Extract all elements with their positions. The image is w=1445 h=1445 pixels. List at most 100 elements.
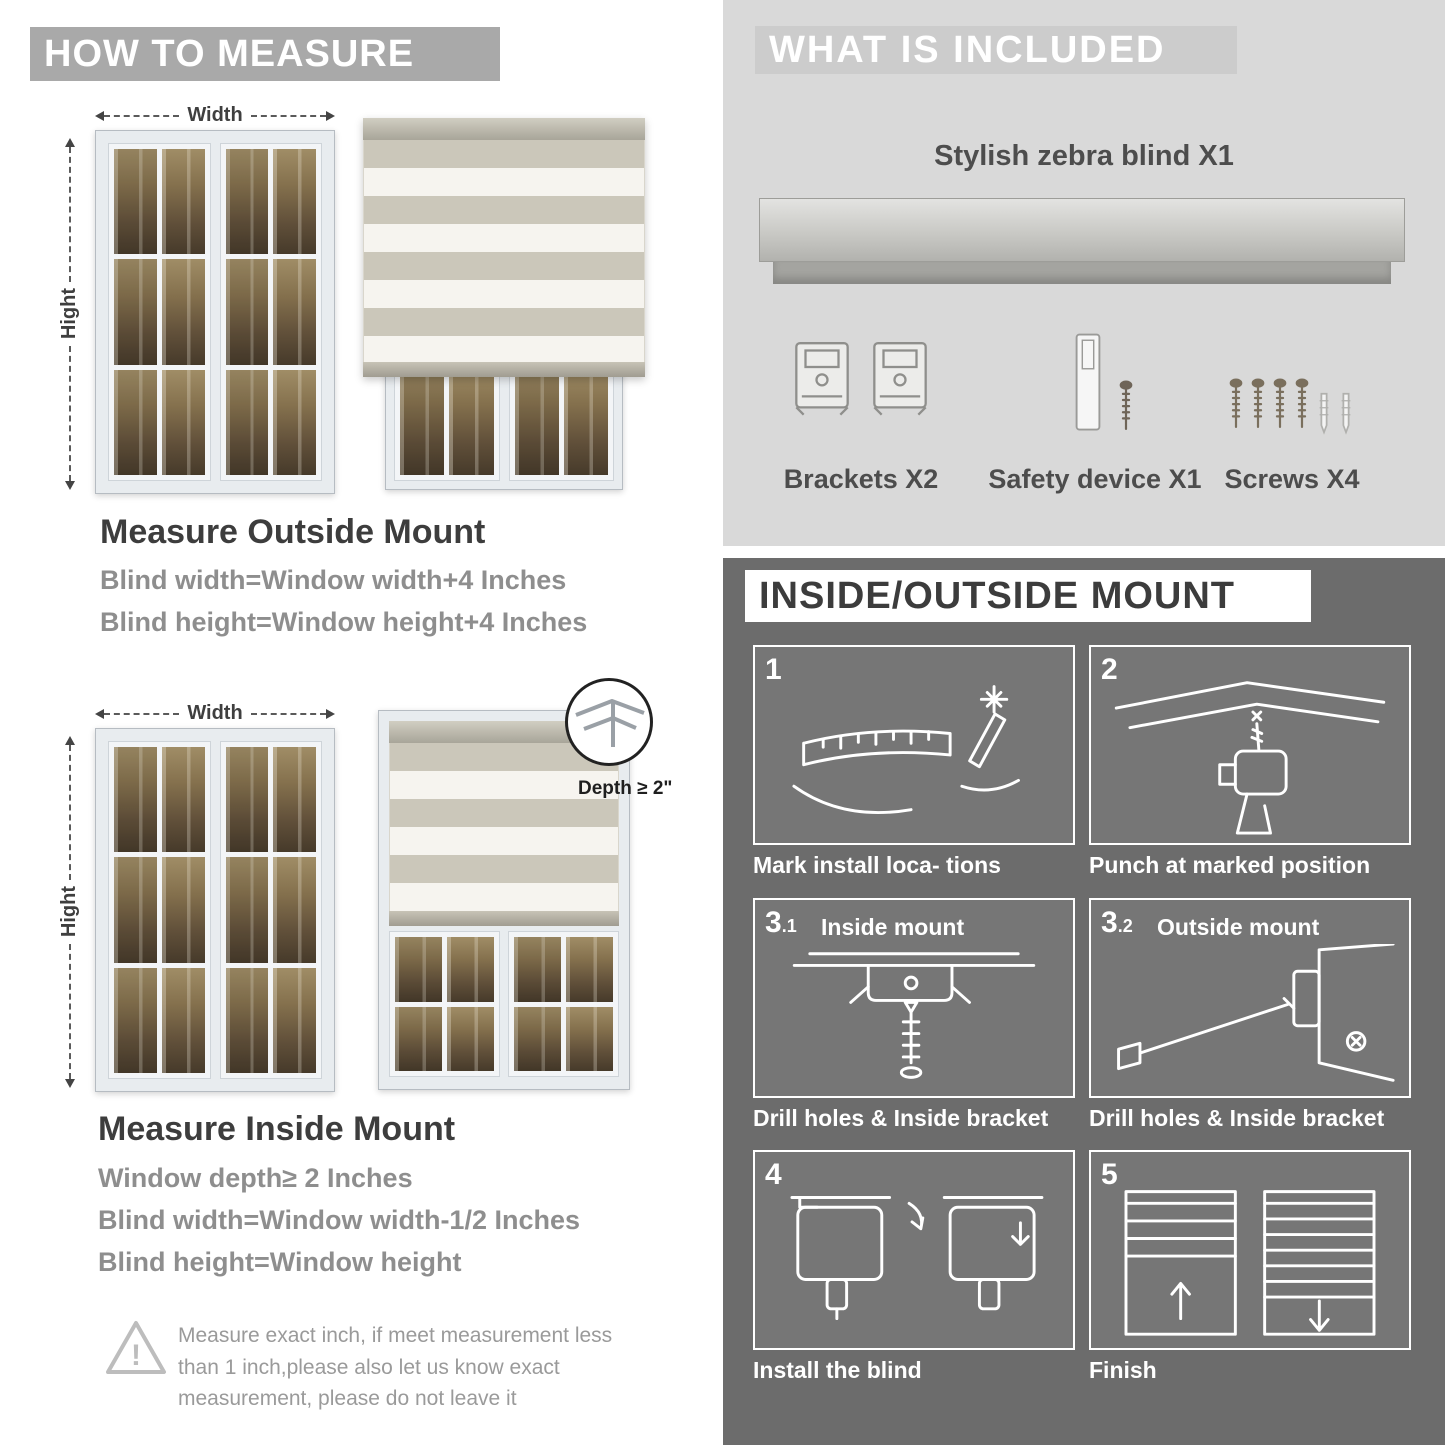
width-measure-arrow: Width bbox=[95, 702, 336, 725]
window-pane bbox=[225, 149, 269, 255]
step-number: 3.2 bbox=[1101, 906, 1133, 939]
dashed-line bbox=[104, 712, 180, 715]
window-pane bbox=[273, 747, 316, 853]
arrow-up-icon bbox=[64, 138, 75, 147]
step-panel-5: 5 bbox=[1089, 1150, 1411, 1350]
step-panel-3-1: 3.1 Inside mount bbox=[753, 898, 1075, 1098]
measure-tape-icon bbox=[792, 685, 1020, 815]
window-pane bbox=[225, 967, 269, 1073]
step-panel-2: 2 bbox=[1089, 645, 1411, 845]
window-pane bbox=[273, 967, 316, 1073]
window-pane bbox=[114, 259, 157, 365]
height-measure-arrow: Hight bbox=[58, 736, 81, 1088]
svg-text:!: ! bbox=[131, 1339, 141, 1372]
window-pane bbox=[225, 369, 269, 475]
window-pane bbox=[161, 747, 205, 853]
dashed-line bbox=[250, 114, 327, 117]
mount-instructions-section: INSIDE/OUTSIDE MOUNT 1 Mark install loca… bbox=[723, 558, 1445, 1445]
screw-icon bbox=[1295, 378, 1309, 428]
measurement-warning-text: Measure exact inch, if meet measurement … bbox=[178, 1324, 613, 1410]
window-pane bbox=[114, 967, 157, 1073]
arrow-down-icon bbox=[64, 481, 75, 490]
blind-cassette-illustration bbox=[759, 198, 1405, 284]
what-is-included-header: WHAT IS INCLUDED bbox=[755, 26, 1237, 74]
brackets-label: Brackets X2 bbox=[783, 464, 939, 494]
height-label: Hight bbox=[58, 886, 80, 938]
step-caption-4: Install the blind bbox=[753, 1357, 922, 1383]
outside-blind-illustration bbox=[363, 118, 645, 492]
blind-cassette bbox=[363, 118, 645, 140]
bracket-screw-icon bbox=[792, 952, 1036, 1079]
dashed-line bbox=[68, 943, 71, 1079]
wall-anchor-icon bbox=[1319, 392, 1329, 435]
blind-cassette bbox=[389, 721, 619, 743]
dashed-line bbox=[68, 345, 71, 481]
cassette-lip bbox=[773, 262, 1391, 284]
window-pane bbox=[563, 365, 608, 475]
screw-icon bbox=[1251, 378, 1265, 428]
blind-stripes bbox=[363, 140, 645, 362]
window-pane bbox=[114, 149, 157, 255]
window-pane bbox=[395, 937, 442, 1002]
arrow-left-icon bbox=[95, 110, 104, 121]
window-pane bbox=[447, 937, 494, 1002]
inside-blind-illustration bbox=[378, 710, 630, 1090]
width-measure-arrow: Width bbox=[95, 104, 336, 127]
inside-mount-line3: Blind height=Window height bbox=[98, 1247, 462, 1277]
dashed-line bbox=[68, 745, 71, 881]
window-sash bbox=[108, 741, 211, 1079]
drill-icon bbox=[1114, 681, 1386, 835]
blind-bottom-rail bbox=[363, 362, 645, 377]
width-label: Width bbox=[187, 702, 243, 724]
window-pane bbox=[514, 1006, 561, 1071]
window-pane bbox=[395, 1006, 442, 1071]
step-caption-3-1: Drill holes & Inside bracket bbox=[753, 1105, 1049, 1131]
step-panel-1: 1 bbox=[753, 645, 1075, 845]
finished-blinds-icon bbox=[1124, 1190, 1376, 1336]
step-number: 2 bbox=[1101, 653, 1118, 686]
step-number: 5 bbox=[1101, 1158, 1118, 1191]
window-sash bbox=[219, 741, 322, 1079]
zebra-blind-label: Stylish zebra blind X1 bbox=[934, 140, 1234, 172]
inside-mount-line2: Blind width=Window width-1/2 Inches bbox=[98, 1205, 581, 1235]
screw-icon bbox=[1119, 380, 1133, 430]
window-pane bbox=[161, 857, 205, 963]
bracket-icon bbox=[795, 342, 849, 416]
window-pane bbox=[161, 369, 205, 475]
window-pane bbox=[273, 857, 316, 963]
window-pane bbox=[514, 937, 561, 1002]
dashed-line bbox=[250, 712, 327, 715]
step-number: 4 bbox=[765, 1158, 782, 1191]
step-panel-3-2: 3.2 Outside mount bbox=[1089, 898, 1411, 1098]
safety-device-icons bbox=[1031, 330, 1171, 436]
brackets-icons bbox=[783, 336, 939, 420]
window-pane bbox=[400, 365, 445, 475]
window-pane bbox=[161, 967, 205, 1073]
window-pane bbox=[566, 1006, 613, 1071]
window-pane bbox=[273, 259, 316, 365]
what-is-included-section: WHAT IS INCLUDED Stylish zebra blind X1 bbox=[723, 0, 1445, 546]
window-pane bbox=[566, 937, 613, 1002]
step-caption-1: Mark install loca- tions bbox=[753, 852, 1001, 878]
window-illustration bbox=[95, 728, 335, 1092]
window-pane bbox=[447, 1006, 494, 1071]
step-caption-5: Finish bbox=[1089, 1357, 1157, 1383]
window-pane bbox=[225, 857, 269, 963]
step-panel-4: 4 bbox=[753, 1150, 1075, 1350]
arrow-right-icon bbox=[326, 708, 336, 719]
arrow-left-icon bbox=[95, 708, 104, 719]
width-label: Width bbox=[187, 104, 243, 126]
height-label: Hight bbox=[58, 288, 80, 340]
outside-mount-line1: Blind width=Window width+4 Inches bbox=[100, 565, 567, 595]
screws-label: Screws X4 bbox=[1224, 464, 1360, 494]
window-pane bbox=[161, 259, 205, 365]
screws-icons bbox=[1203, 372, 1379, 438]
how-to-measure-header: HOW TO MEASURE bbox=[30, 27, 500, 81]
install-blind-icon bbox=[790, 1196, 1044, 1321]
blind-bottom-rail bbox=[389, 911, 619, 926]
window-pane bbox=[273, 149, 316, 255]
zebra-blind bbox=[389, 721, 619, 926]
step-caption-3-2: Drill holes & Inside bracket bbox=[1089, 1105, 1385, 1131]
step-caption-2: Punch at marked position bbox=[1089, 852, 1371, 878]
